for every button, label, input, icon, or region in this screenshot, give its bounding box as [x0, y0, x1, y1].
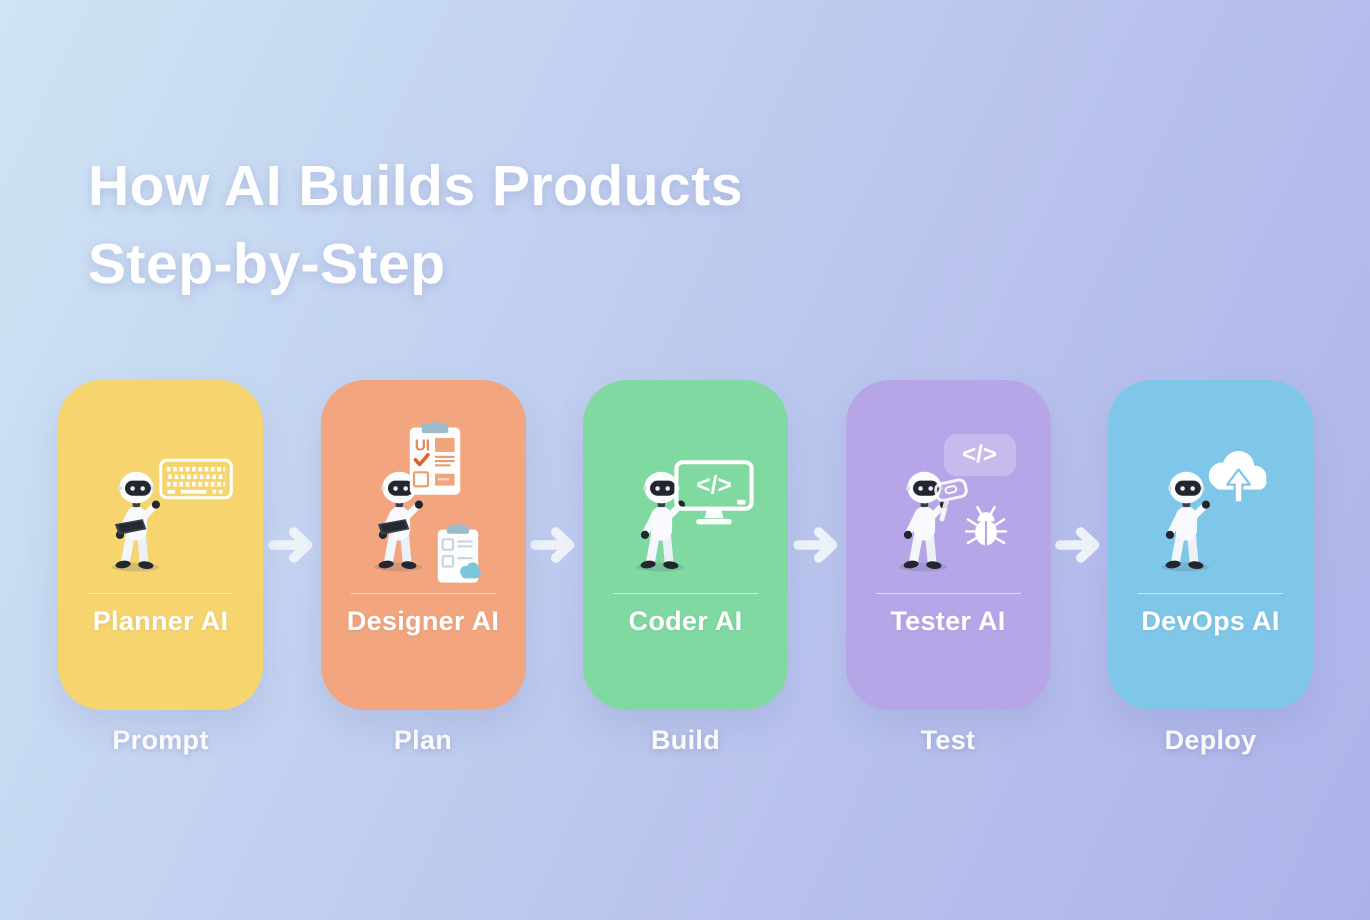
magnifier-tag-icon: [933, 478, 968, 522]
step-devops: DevOps AI Deploy: [1108, 380, 1313, 756]
code-monitor-icon: </>: [674, 460, 754, 525]
card-divider: [875, 593, 1021, 594]
card-divider: [350, 593, 496, 594]
stage-label-test: Test: [920, 725, 976, 755]
step-coder: </> Coder AI Build: [583, 380, 788, 756]
flow-arrow-2: [526, 380, 584, 710]
title-line-1: How AI Builds Products: [88, 154, 743, 218]
planner-card: Planner AI: [58, 380, 263, 710]
coder-card: </> Coder AI: [583, 380, 788, 710]
agent-label: Tester AI: [890, 606, 1006, 636]
stage-label-build: Build: [651, 725, 720, 755]
agent-label: DevOps AI: [1141, 606, 1280, 636]
svg-text:</>: </>: [696, 472, 732, 499]
page-title: How AI Builds Products Step-by-Step: [88, 148, 743, 303]
cloud-icon: [459, 562, 481, 579]
agent-label: Designer AI: [346, 606, 500, 636]
tester-card: </>: [845, 380, 1051, 710]
clipboard-ui-icon: UI: [409, 420, 460, 495]
svg-text:UI: UI: [414, 438, 429, 455]
code-badge: </>: [943, 434, 1016, 476]
flow-arrow-3: [788, 380, 846, 710]
bug-icon: [964, 506, 1007, 546]
step-tester: </>: [845, 380, 1051, 756]
flow-arrow-4: [1051, 380, 1109, 710]
stage-label-plan: Plan: [393, 725, 453, 755]
step-planner: Planner AI Prompt: [58, 380, 263, 756]
card-divider: [1138, 593, 1283, 594]
title-line-2: Step-by-Step: [88, 231, 446, 296]
clipboard-checklist-icon: [437, 523, 481, 583]
code-glyph: </>: [962, 441, 997, 468]
step-designer: UI: [320, 380, 526, 756]
arrow-right-icon: [792, 527, 838, 563]
flow-arrow-1: [263, 380, 321, 710]
agent-label: Planner AI: [92, 606, 229, 636]
arrow-right-icon: [530, 527, 575, 563]
cloud-upload-icon: [1208, 451, 1267, 504]
arrow-right-icon: [267, 527, 313, 563]
stage-label-prompt: Prompt: [112, 725, 209, 755]
devops-card: DevOps AI: [1108, 380, 1313, 710]
stage-label-deploy: Deploy: [1164, 725, 1257, 755]
arrow-right-icon: [1055, 527, 1100, 563]
agent-label: Coder AI: [628, 606, 743, 636]
designer-card: UI: [320, 380, 526, 710]
card-divider: [88, 593, 233, 594]
card-divider: [613, 593, 758, 594]
keyboard-icon: [159, 458, 233, 500]
workflow-steps: Planner AI Prompt UI: [58, 380, 1313, 756]
